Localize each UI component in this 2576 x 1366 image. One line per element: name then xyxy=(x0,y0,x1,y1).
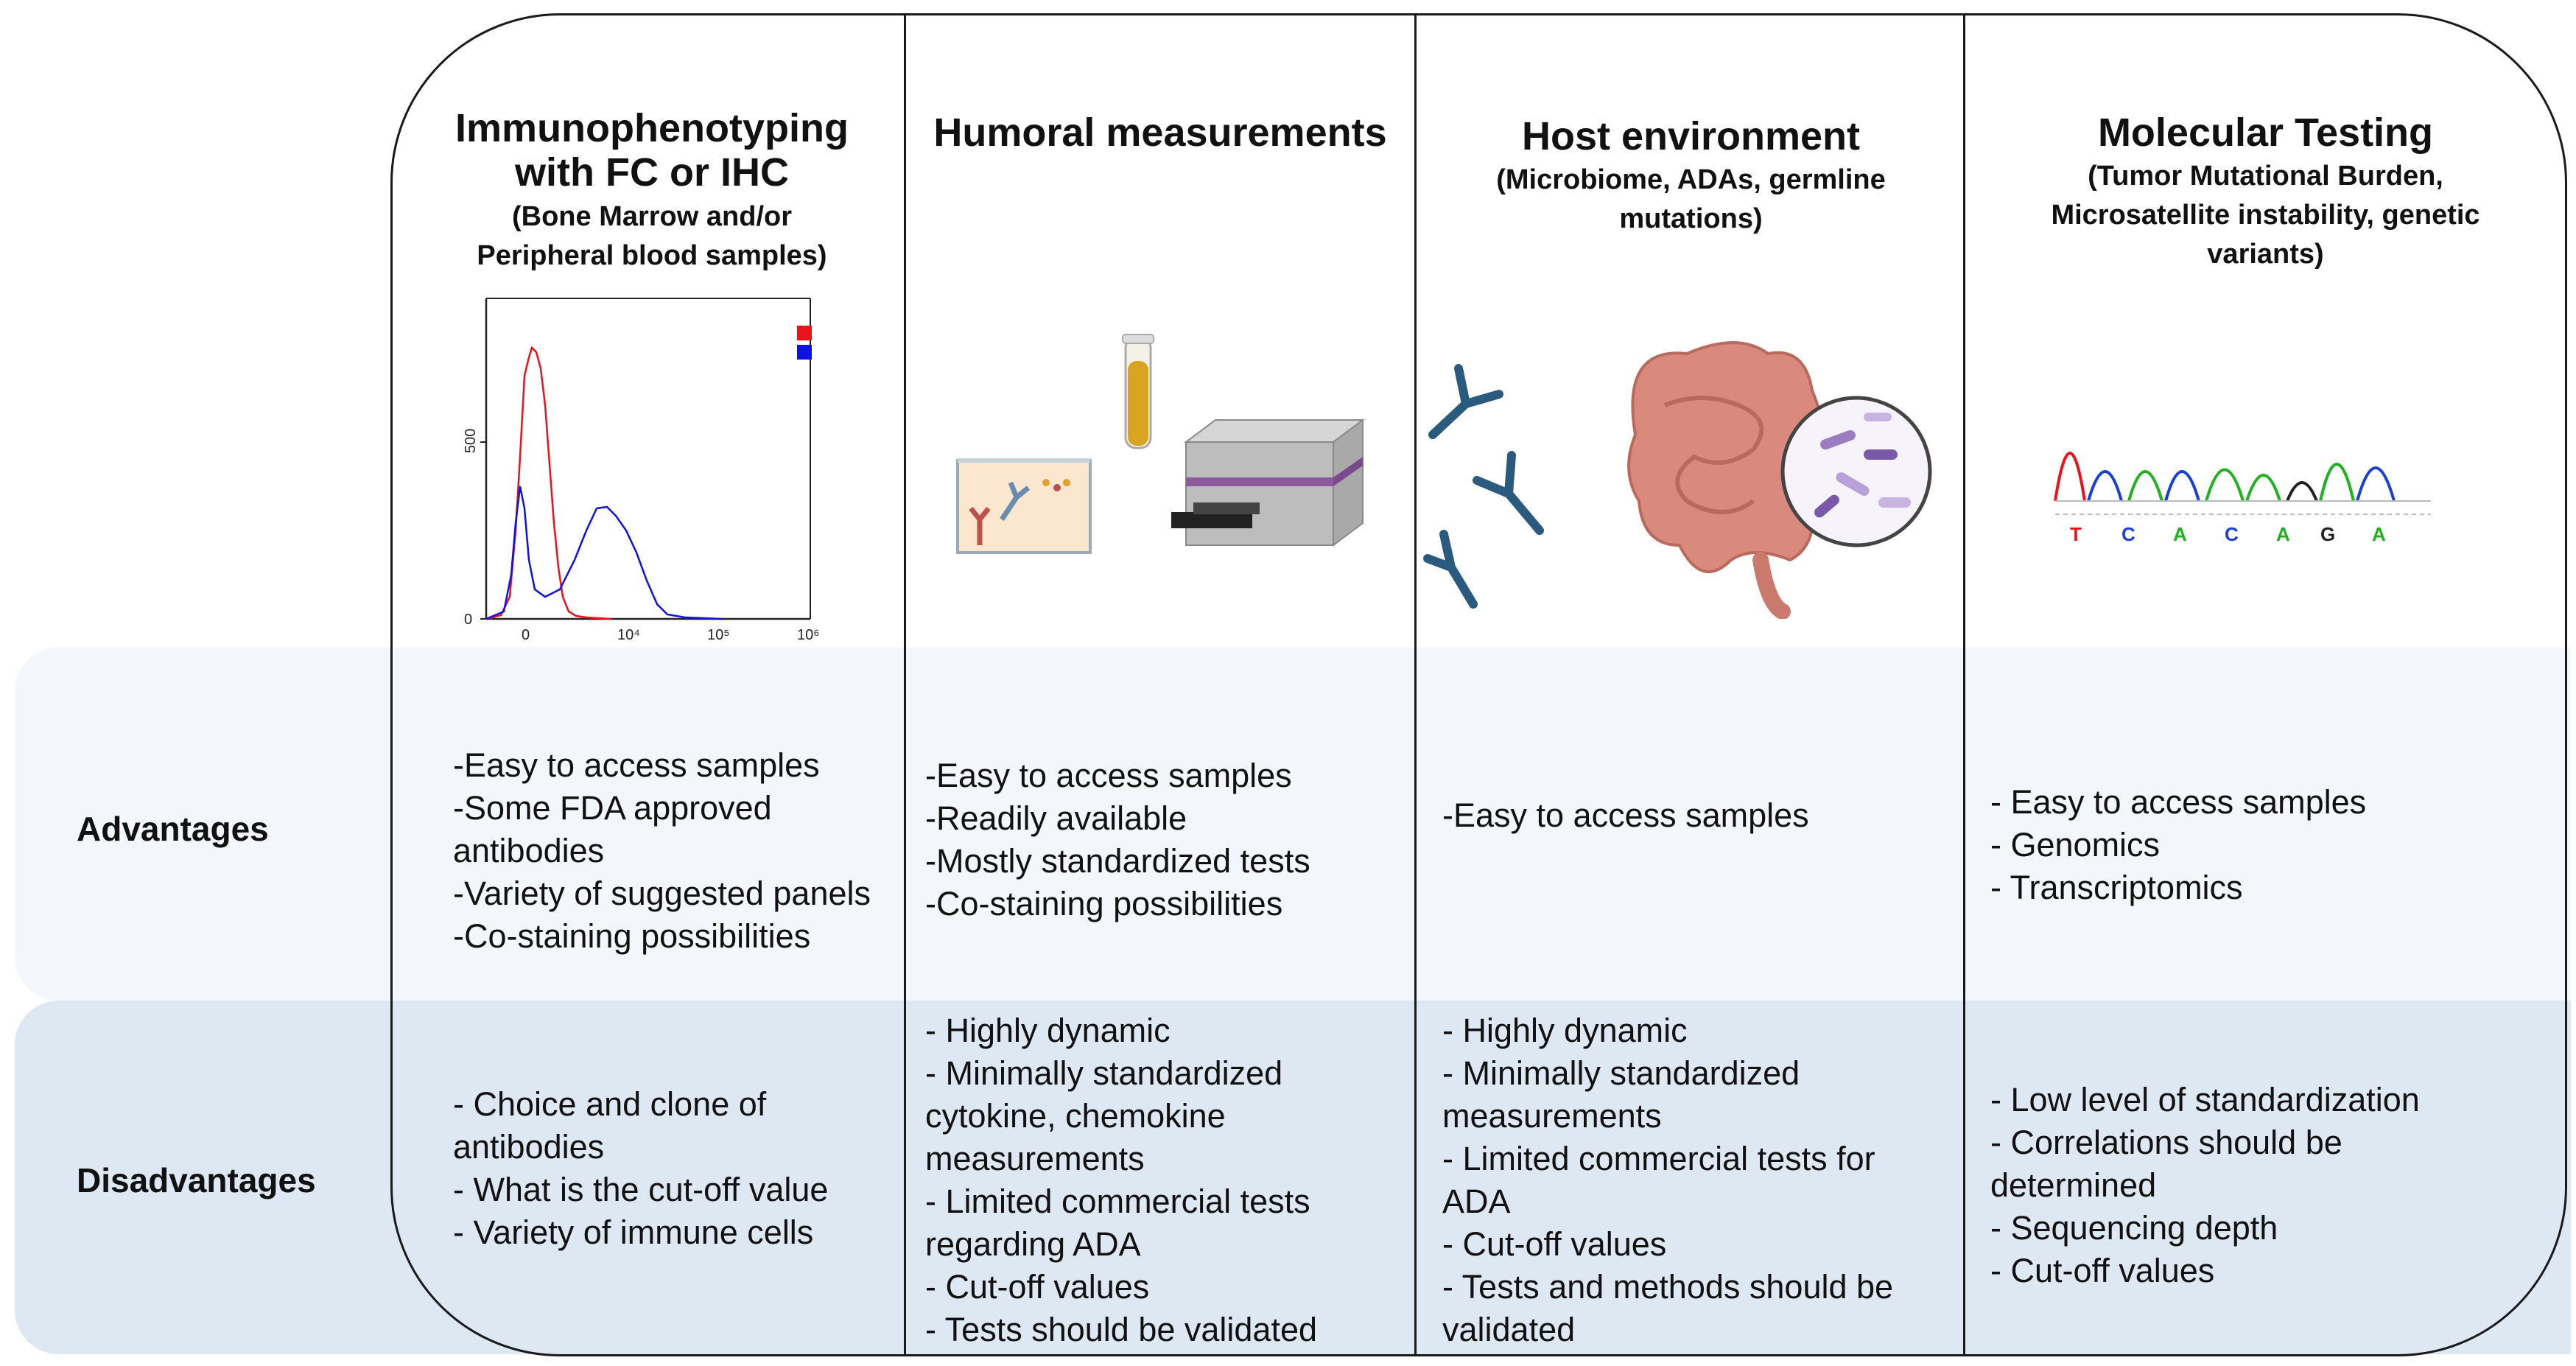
disadvantages-humoral: - Highly dynamic - Minimally standardize… xyxy=(925,1012,1318,1348)
flow-cytometry-histogram: 500 0 0 10⁴ 10⁵ 10⁶ xyxy=(463,298,819,643)
histogram-red-trace xyxy=(485,346,612,620)
antibody-icon xyxy=(1428,364,1503,439)
column-divider xyxy=(1414,13,1417,1356)
row-label-disadvantages: Disadvantages xyxy=(77,1161,316,1199)
test-tube-icon xyxy=(1122,334,1154,449)
column-divider xyxy=(904,13,906,1356)
histogram-y-tick-0: 0 xyxy=(464,612,472,628)
histogram-y-tick-500: 500 xyxy=(463,429,479,453)
plate-reader-icon xyxy=(1171,418,1365,547)
base-letter: G xyxy=(2320,523,2335,545)
histogram-x-tick-10e5: 10⁵ xyxy=(707,627,730,643)
base-letter: C xyxy=(2225,523,2239,545)
base-letter: C xyxy=(2121,523,2135,545)
base-letter: A xyxy=(2372,523,2386,545)
column-title-immunophenotyping: Immunophenotyping with FC or IHC xyxy=(455,106,849,195)
disadvantages-molecular-testing: - Low level of standardization - Correla… xyxy=(1990,1081,2420,1289)
column-divider xyxy=(1963,13,1965,1356)
column-title-humoral: Humoral measurements xyxy=(933,111,1387,155)
base-letter: A xyxy=(2173,523,2187,545)
disadvantages-host-environment: - Highly dynamic - Minimally standardize… xyxy=(1442,1012,1894,1348)
legend-red-swatch xyxy=(797,326,812,340)
host-environment-illustration xyxy=(1423,341,1932,619)
advantages-molecular-testing: - Easy to access samples - Genomics - Tr… xyxy=(1990,783,2367,906)
advantages-immunophenotyping: -Easy to access samples -Some FDA approv… xyxy=(453,746,871,955)
row-label-advantages: Advantages xyxy=(77,810,269,848)
advantages-band xyxy=(15,647,2571,1001)
table-frame xyxy=(390,13,2567,1356)
disadvantages-immunophenotyping: - Choice and clone of antibodies - What … xyxy=(453,1085,829,1251)
microbiome-magnifier-icon xyxy=(1780,396,1932,547)
column-subtitle-immunophenotyping: (Bone Marrow and/or Peripheral blood sam… xyxy=(477,201,827,271)
intestine-icon xyxy=(1627,341,1825,619)
advantages-humoral: -Easy to access samples -Readily availab… xyxy=(925,757,1310,922)
histogram-x-tick-10e4: 10⁴ xyxy=(617,627,640,643)
histogram-x-tick-10e6: 10⁶ xyxy=(797,627,819,643)
base-letter: A xyxy=(2276,523,2290,545)
column-subtitle-molecular-testing: (Tumor Mutational Burden, Microsatellite… xyxy=(2051,161,2480,270)
humoral-assay-illustration xyxy=(956,334,1365,554)
histogram-x-tick-0: 0 xyxy=(522,627,530,643)
histogram-blue-trace xyxy=(485,486,723,620)
antibody-icon xyxy=(1423,530,1478,609)
column-title-host-environment: Host environment xyxy=(1521,114,1861,158)
antibody-icon xyxy=(1473,451,1544,535)
advantages-host-environment: -Easy to access samples xyxy=(1442,796,1809,834)
assay-well-icon xyxy=(956,458,1092,554)
sequencing-chromatogram: T C A C A G A xyxy=(2054,452,2431,545)
legend-blue-swatch xyxy=(797,345,812,360)
column-title-molecular-testing: Molecular Testing xyxy=(2097,111,2434,155)
base-letter: T xyxy=(2070,523,2082,545)
column-subtitle-host-environment: (Microbiome, ADAs, germline mutations) xyxy=(1496,164,1886,234)
